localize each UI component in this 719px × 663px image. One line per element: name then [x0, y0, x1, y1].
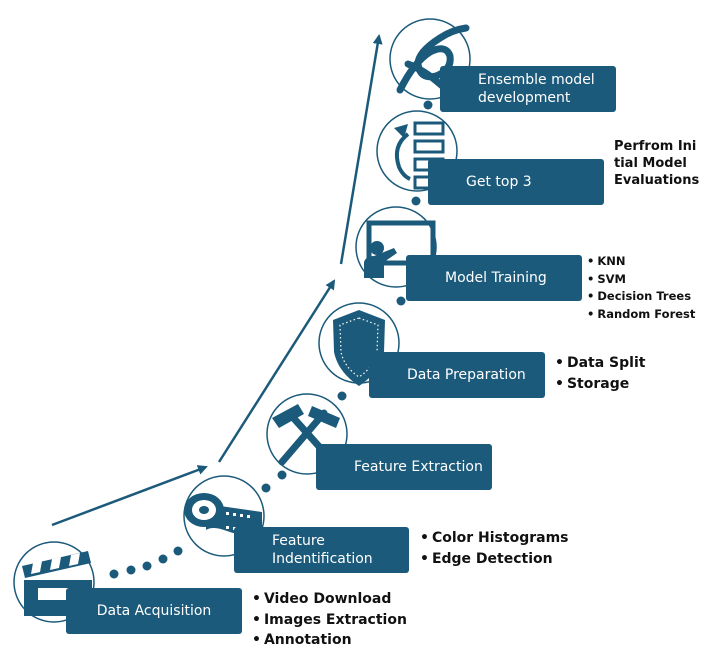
identification-details: Color Histograms Edge Detection	[420, 528, 569, 570]
stage-label-feature-extraction: Feature Extraction	[354, 459, 483, 475]
list-item: Edge Detection	[420, 549, 569, 570]
presenter-board-icon	[364, 220, 436, 278]
list-item: Annotation	[252, 630, 407, 651]
arrow-segment-2	[217, 279, 336, 463]
training-details: KNN SVM Decision Trees Random Forest	[587, 253, 695, 323]
stage-box-data-acquisition: Data Acquisition	[66, 588, 242, 634]
list-item: Video Download	[252, 589, 407, 610]
stage-box-model-training: Model Training	[406, 255, 582, 301]
list-item: Random Forest	[587, 306, 695, 324]
list-item: Color Histograms	[420, 528, 569, 549]
stage-box-feature-extraction: Feature Extraction	[316, 444, 492, 490]
stage-label-get-top-3: Get top 3	[466, 174, 532, 190]
stage-label-data-preparation: Data Preparation	[407, 367, 526, 383]
stage-label-feature-identification: Feature Indentification	[272, 533, 373, 567]
acquisition-details: Video Download Images Extraction Annotat…	[252, 589, 407, 651]
list-item: KNN	[587, 253, 695, 271]
stage-label-ensemble: Ensemble model development	[478, 72, 595, 106]
dotted-connector	[109, 100, 433, 579]
stage-box-data-preparation: Data Preparation	[369, 352, 545, 398]
stage-box-get-top-3: Get top 3	[428, 159, 604, 205]
stage-label-model-training: Model Training	[445, 270, 547, 286]
arrow-segment-3	[339, 34, 383, 265]
list-item: Images Extraction	[252, 610, 407, 631]
evaluation-note: Perfrom Initial Model Evaluations	[614, 139, 700, 188]
preparation-details: Data Split Storage	[555, 353, 645, 395]
list-item: SVM	[587, 271, 695, 289]
stage-label-data-acquisition: Data Acquisition	[96, 603, 212, 619]
stage-box-feature-identification: Feature Indentification	[234, 527, 409, 573]
arrow-segment-1	[51, 465, 208, 527]
list-item: Storage	[555, 374, 645, 395]
list-item: Data Split	[555, 353, 645, 374]
list-item: Decision Trees	[587, 288, 695, 306]
stage-box-ensemble: Ensemble model development	[440, 66, 616, 112]
